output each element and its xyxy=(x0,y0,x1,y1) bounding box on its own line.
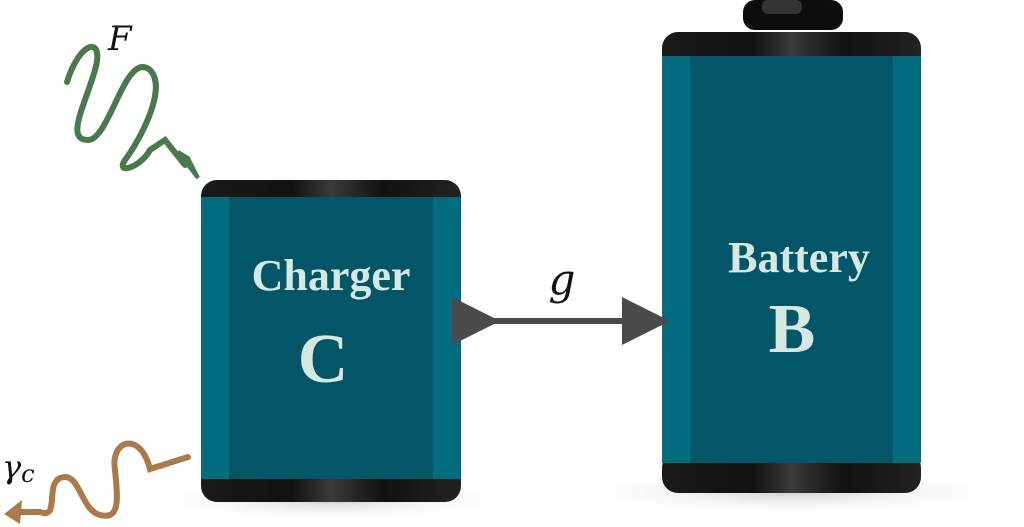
drive-arrowhead-icon xyxy=(176,150,200,180)
charger-letter: C xyxy=(298,321,349,398)
battery-title: Battery xyxy=(728,233,870,282)
drive-label: F xyxy=(107,19,133,59)
battery-letter: B xyxy=(769,291,816,368)
charger-title: Charger xyxy=(252,251,411,300)
decay-label: γc xyxy=(2,448,35,488)
drive-wave-arrow xyxy=(64,43,188,172)
coupling-label: g xyxy=(549,255,576,304)
charger-cell: Charger C xyxy=(201,180,461,502)
battery-cell: Battery B xyxy=(662,0,921,493)
decay-wave-arrow xyxy=(9,440,191,519)
decay-arrowhead-icon xyxy=(4,500,22,524)
